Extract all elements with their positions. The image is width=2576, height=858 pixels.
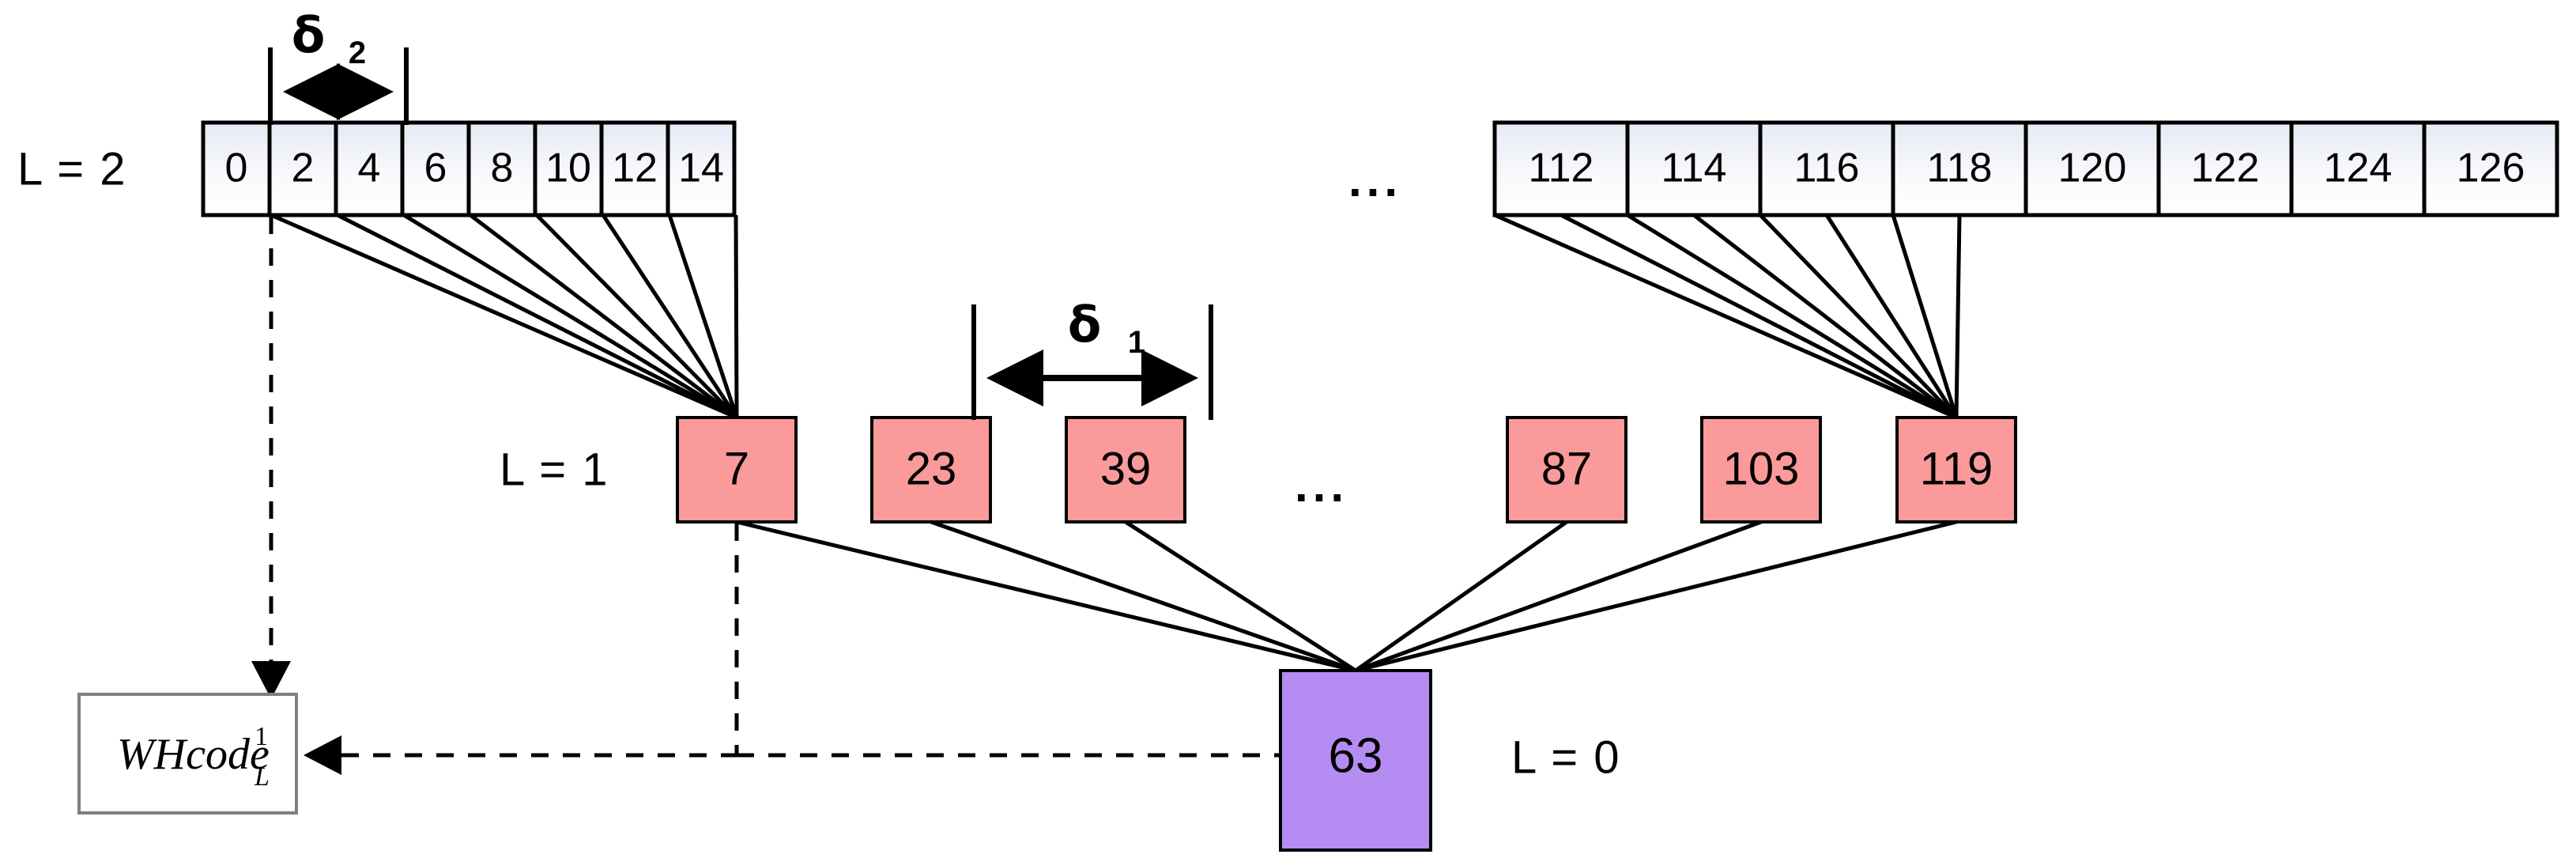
whcode-box[interactable]	[77, 693, 298, 815]
delta1-symbol: δ	[1068, 296, 1102, 353]
level2-row-label: L = 2	[17, 143, 126, 195]
level1-node-label: 7	[724, 443, 749, 494]
arrowhead-left-icon	[304, 735, 341, 775]
level0-row-label: L = 0	[1511, 731, 1620, 783]
level0-node-label: 63	[1329, 728, 1383, 783]
whcode-label: WHcode	[117, 730, 270, 779]
level2-cell-label: 0	[225, 146, 248, 191]
level2-ellipsis: ...	[1348, 153, 1402, 206]
level1-node-label: 23	[906, 443, 957, 494]
whcode-subscript: L	[254, 762, 270, 792]
level2-cell-label: 120	[2058, 146, 2127, 191]
level2-cell-label: 124	[2324, 146, 2393, 191]
level1-node[interactable]	[1700, 416, 1822, 523]
level2-cell[interactable]	[466, 120, 537, 217]
level1-nodes: 7 23 39 87 103 119	[676, 416, 2017, 523]
level2-cell-label: 122	[2191, 146, 2260, 191]
level2-cell-label: 126	[2457, 146, 2525, 191]
dashed-flow-node-to-code	[304, 523, 1279, 775]
delta1-dimension: δ 1	[971, 296, 1213, 420]
level2-cell-label: 114	[1661, 146, 1727, 191]
level2-cell-label: 14	[678, 146, 724, 191]
level2-cell[interactable]	[1492, 120, 1630, 217]
delta2-dimension: δ 2	[268, 6, 409, 125]
whcode-box-group: WHcode 1 L	[77, 693, 298, 815]
level2-cell-label: 6	[424, 146, 447, 191]
level0-node[interactable]	[1279, 669, 1432, 852]
level1-node[interactable]	[1065, 416, 1186, 523]
dashed-flow-cell-to-code	[251, 217, 291, 699]
level1-row-label: L = 1	[500, 444, 609, 495]
level2-cell-label: 2	[292, 146, 315, 191]
level0-node-group: 63 L = 0	[1279, 669, 1620, 852]
level1-node-label: 39	[1100, 443, 1152, 494]
level1-ellipsis: ...	[1295, 459, 1348, 512]
level1-node[interactable]	[1506, 416, 1627, 523]
level1-node[interactable]	[1895, 416, 2017, 523]
level2-right-cells: 112 114 116 118 120 122 124 126	[1492, 120, 2559, 217]
level1-node-label: 119	[1920, 443, 1993, 494]
edges-level1	[736, 520, 1957, 673]
level1-node[interactable]	[870, 416, 992, 523]
level1-node-label: 103	[1723, 443, 1800, 494]
level2-cell[interactable]	[334, 120, 405, 217]
level2-cell[interactable]	[201, 120, 272, 217]
level2-cell[interactable]	[2422, 120, 2559, 217]
level2-cell-label: 112	[1529, 146, 1594, 191]
level1-node[interactable]	[676, 416, 798, 523]
whcode-superscript: 1	[255, 722, 268, 751]
delta2-subscript: 2	[349, 36, 366, 70]
level2-left-cells: 0 2 4 6 8 10 12 14	[201, 120, 737, 217]
delta2-symbol: δ	[292, 6, 326, 64]
level2-cell[interactable]	[2156, 120, 2294, 217]
level2-cell-label: 4	[358, 146, 381, 191]
level2-cell[interactable]	[400, 120, 471, 217]
level2-cell[interactable]	[533, 120, 604, 217]
level2-cell-label: 8	[491, 146, 514, 191]
level2-cell[interactable]	[1758, 120, 1895, 217]
level1-node-label: 87	[1541, 443, 1593, 494]
level2-cell-label: 12	[612, 146, 658, 191]
edges-level2-left	[270, 213, 739, 420]
arrowhead-down-icon	[251, 661, 291, 699]
level2-cell-label: 10	[545, 146, 591, 191]
edges-level2-right	[1493, 213, 1962, 420]
level2-cell-label: 116	[1794, 146, 1860, 191]
level2-cell-label: 118	[1927, 146, 1993, 191]
delta1-subscript: 1	[1128, 325, 1145, 360]
level2-cell[interactable]	[666, 120, 737, 217]
level2-cell[interactable]	[2023, 120, 2161, 217]
